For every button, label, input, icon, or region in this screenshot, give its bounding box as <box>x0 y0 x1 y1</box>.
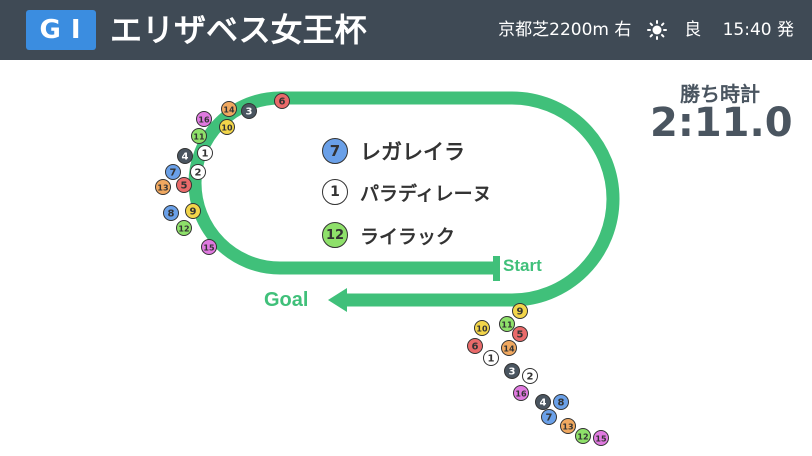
horse-marker-14: 14 <box>221 101 237 117</box>
horse-number: 8 <box>558 398 565 409</box>
horse-marker-8: 8 <box>553 394 569 410</box>
sun-icon <box>646 20 667 40</box>
horse-marker-16: 16 <box>196 111 212 127</box>
horse-number: 8 <box>168 209 175 220</box>
horse-marker-11: 11 <box>191 128 207 144</box>
horse-marker-5: 5 <box>512 326 528 342</box>
horse-number: 13 <box>157 184 168 193</box>
horse-name: パラディレーヌ <box>360 182 492 205</box>
horse-number: 2 <box>195 168 202 179</box>
horse-number: 14 <box>223 106 235 115</box>
result-second: 1 パラディレーヌ <box>322 178 492 206</box>
horse-number: 1 <box>488 354 495 365</box>
horse-marker-5: 5 <box>176 177 192 193</box>
horse-number-badge: 12 <box>322 222 348 248</box>
horse-marker-13: 13 <box>155 179 171 195</box>
horse-marker-1: 1 <box>197 145 213 161</box>
finish-time-label: 勝ち時計 <box>680 82 760 106</box>
horse-marker-1: 1 <box>483 350 499 366</box>
goal-arrow-icon <box>328 288 347 312</box>
horse-number-badge: 7 <box>322 138 348 164</box>
horse-marker-14: 14 <box>501 340 517 356</box>
horse-number: 1 <box>202 149 209 160</box>
horse-number: 13 <box>562 423 573 432</box>
going-label: 良 <box>684 20 702 40</box>
race-info: 京都芝2200m 右 良 15:40 発 <box>492 14 794 46</box>
horse-marker-8: 8 <box>163 205 179 221</box>
goal-label: Goal <box>264 289 308 311</box>
horse-number: 11 <box>501 321 513 330</box>
horse-number: 10 <box>476 325 488 334</box>
horse-marker-15: 15 <box>201 239 217 255</box>
horse-number: 14 <box>503 345 515 354</box>
result-first: 7 レガレイラ <box>322 137 465 165</box>
horse-marker-13: 13 <box>560 418 576 434</box>
horse-marker-4: 4 <box>177 148 193 164</box>
horse-number: 7 <box>170 168 177 179</box>
horse-marker-12: 12 <box>575 428 591 444</box>
horse-name: レガレイラ <box>360 140 465 164</box>
horse-number: 3 <box>246 107 253 118</box>
horse-number: 5 <box>517 330 524 341</box>
horse-marker-12: 12 <box>176 220 192 236</box>
horse-marker-3: 3 <box>241 103 257 119</box>
horse-number: 15 <box>203 244 215 253</box>
grade-badge: GⅠ <box>26 10 96 50</box>
horse-number-badge: 1 <box>322 179 348 205</box>
horse-marker-6: 6 <box>274 93 290 109</box>
horse-marker-7: 7 <box>165 164 181 180</box>
horse-marker-9: 9 <box>185 203 201 219</box>
horse-name: ライラック <box>360 225 456 248</box>
horse-marker-7: 7 <box>541 409 557 425</box>
finish-time-value: 2:11.0 <box>650 100 793 146</box>
horse-number: 16 <box>198 116 210 125</box>
horse-number: 4 <box>182 152 189 163</box>
horse-marker-10: 10 <box>474 320 490 336</box>
horse-marker-15: 15 <box>593 430 609 446</box>
horse-number: 7 <box>546 413 553 424</box>
start-marker <box>493 256 500 281</box>
horse-marker-11: 11 <box>499 316 515 332</box>
horse-number: 16 <box>515 390 527 399</box>
horse-number: 12 <box>577 433 588 442</box>
horse-number: 12 <box>178 225 189 234</box>
horse-marker-3: 3 <box>504 363 520 379</box>
horse-marker-2: 2 <box>190 164 206 180</box>
horse-number: 9 <box>517 307 524 318</box>
horse-number: 5 <box>181 181 188 192</box>
horse-marker-4: 4 <box>535 394 551 410</box>
horse-marker-10: 10 <box>219 119 235 135</box>
horse-marker-9: 9 <box>512 303 528 319</box>
course-label: 京都芝2200m 右 <box>498 20 632 40</box>
horse-number: 3 <box>509 367 516 378</box>
start-label: Start <box>503 256 542 275</box>
horse-number: 9 <box>190 207 197 218</box>
horse-number: 11 <box>193 133 205 142</box>
post-time-label: 15:40 発 <box>722 20 794 40</box>
horse-number: 15 <box>595 435 607 444</box>
horse-number: 10 <box>221 124 233 133</box>
result-third: 12 ライラック <box>322 221 455 249</box>
horse-marker-6: 6 <box>467 338 483 354</box>
horse-number: 6 <box>472 342 479 353</box>
horse-number: 2 <box>527 372 534 383</box>
race-title: エリザベス女王杯 <box>110 11 367 49</box>
horse-marker-2: 2 <box>522 368 538 384</box>
race-header: GⅠ エリザベス女王杯 京都芝2200m 右 良 15:40 発 <box>0 0 812 60</box>
horse-number: 4 <box>540 398 547 409</box>
horse-number: 6 <box>279 97 286 108</box>
track-loop <box>188 91 620 307</box>
horse-marker-16: 16 <box>513 385 529 401</box>
